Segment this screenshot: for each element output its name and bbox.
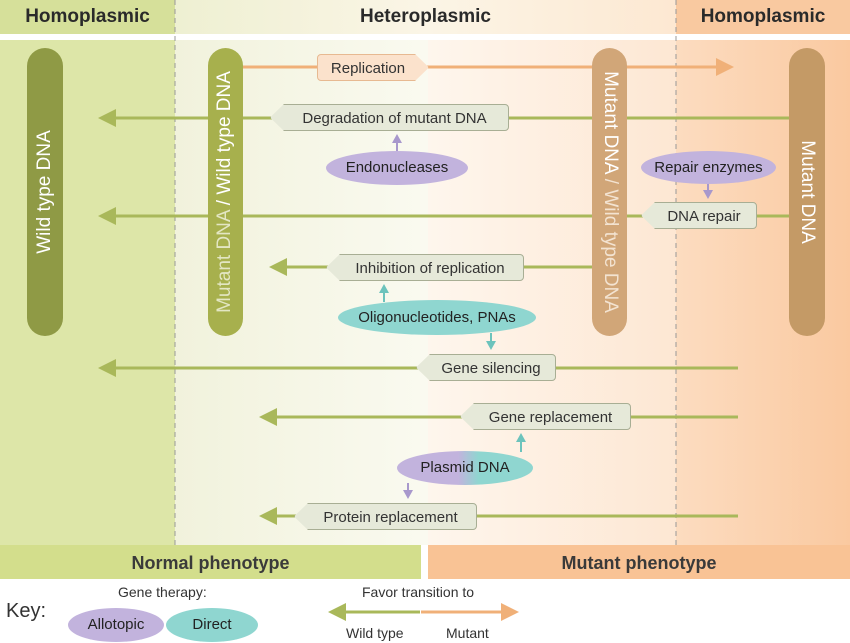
key-label: Key: — [6, 600, 47, 622]
replication-tag: Replication — [317, 54, 429, 81]
key-direct-oval: Direct — [166, 608, 258, 642]
header-right-bg — [676, 0, 850, 34]
key-gene-therapy: Gene therapy: — [118, 584, 207, 600]
mixed-dna-bar-right — [592, 48, 627, 336]
gene-replacement-tag: Gene replacement — [460, 403, 631, 430]
replication-arrowhead — [716, 58, 734, 76]
normal-phenotype-label: Normal phenotype — [0, 545, 421, 579]
repair-enzymes-oval: Repair enzymes — [641, 151, 776, 184]
protein-replacement-arrowhead — [259, 507, 277, 525]
oligos-connector-up-head — [379, 284, 389, 293]
repair-enzymes-connector-head — [703, 190, 713, 199]
key-allotopic-oval: Allotopic — [68, 608, 164, 642]
degradation-arrowhead — [98, 109, 116, 127]
plasmid-connector-down-head — [403, 490, 413, 499]
mixed-dna-label-right: Mutant DNA / Wild type DNA — [599, 71, 621, 313]
mixed-dna-bar-left — [208, 48, 243, 336]
mixed-right-mutant-text: Mutant DNA — [600, 71, 621, 174]
degradation-tag: Degradation of mutant DNA — [270, 104, 509, 131]
mixed-right-separator: / — [600, 173, 621, 190]
mixed-left-mutant-text: Mutant DNA — [214, 210, 235, 313]
dna-repair-arrowhead — [98, 207, 116, 225]
key-wild-type-arrowhead — [328, 603, 346, 621]
mutant-phenotype-label: Mutant phenotype — [428, 545, 850, 579]
wild-type-dna-bar — [27, 48, 63, 336]
header-center-bg — [175, 0, 676, 34]
plasmid-connector-up-head — [516, 433, 526, 442]
mutant-dna-bar — [789, 48, 825, 336]
mixed-dna-label-left: Mutant DNA / Wild type DNA — [214, 71, 236, 313]
oligonucleotides-oval: Oligonucleotides, PNAs — [338, 300, 536, 335]
key-mutant: Mutant — [446, 625, 489, 641]
key-mutant-arrowhead — [501, 603, 519, 621]
mixed-left-wild-text: Wild type DNA — [214, 71, 235, 195]
inhibition-tag: Inhibition of replication — [326, 254, 524, 281]
mutant-dna-label: Mutant DNA — [797, 140, 818, 244]
mixed-right-wild-text: Wild type DNA — [600, 189, 621, 313]
header-left-bg — [0, 0, 175, 34]
key-favor-transition: Favor transition to — [362, 584, 475, 600]
gene-silencing-tag: Gene silencing — [416, 354, 556, 381]
header-homoplasmic-left: Homoplasmic — [25, 6, 150, 27]
header-homoplasmic-right: Homoplasmic — [700, 6, 826, 27]
gene-silencing-arrowhead — [98, 359, 116, 377]
dna-repair-tag: DNA repair — [641, 202, 757, 229]
key-wild-type: Wild type — [346, 625, 404, 641]
endonucleases-connector-head — [392, 134, 402, 143]
header-heteroplasmic: Heteroplasmic — [360, 6, 491, 27]
plasmid-dna-oval: Plasmid DNA — [397, 451, 533, 485]
endonucleases-oval: Endonucleases — [326, 151, 468, 185]
oligos-connector-down-head — [486, 341, 496, 350]
gene-replacement-arrowhead — [259, 408, 277, 426]
mixed-left-separator: / — [214, 194, 235, 211]
protein-replacement-tag: Protein replacement — [294, 503, 477, 530]
wild-type-dna-label: Wild type DNA — [34, 130, 55, 254]
inhibition-arrowhead — [269, 258, 287, 276]
